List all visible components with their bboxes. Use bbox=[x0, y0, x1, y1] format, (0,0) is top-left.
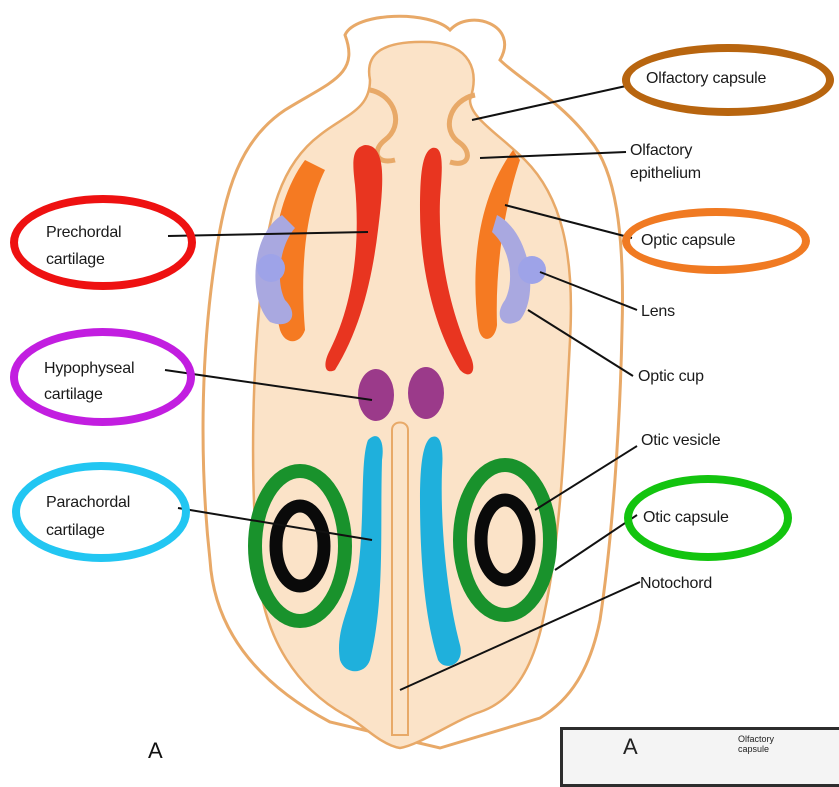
label-prechordal-line1: Prechordal bbox=[46, 222, 121, 243]
label-olfactory-epithelium-line2: epithelium bbox=[630, 163, 701, 184]
inset-label-line1: Olfactory bbox=[738, 734, 774, 744]
panel-letter: A bbox=[148, 738, 163, 764]
label-hypophyseal-line1: Hypophyseal bbox=[44, 358, 134, 379]
label-parachordal-line2: cartilage bbox=[46, 520, 105, 541]
hypophyseal-cartilage-left bbox=[358, 369, 394, 421]
label-prechordal-line2: cartilage bbox=[46, 249, 105, 270]
label-olfactory-epithelium-line1: Olfactory bbox=[630, 140, 692, 161]
lens-left bbox=[257, 254, 285, 282]
inset-letter: A bbox=[623, 734, 638, 760]
label-hypophyseal-line2: cartilage bbox=[44, 384, 103, 405]
label-optic-capsule: Optic capsule bbox=[641, 230, 735, 251]
label-olfactory-capsule: Olfactory capsule bbox=[646, 68, 766, 89]
inset-label: Olfactory capsule bbox=[738, 734, 774, 754]
label-otic-vesicle: Otic vesicle bbox=[641, 430, 720, 451]
lens-right bbox=[518, 256, 546, 284]
inset-label-line2: capsule bbox=[738, 744, 769, 754]
label-parachordal-line1: Parachordal bbox=[46, 492, 130, 513]
inset-thumbnail: A Olfactory capsule bbox=[560, 727, 839, 787]
label-lens: Lens bbox=[641, 301, 675, 322]
label-notochord: Notochord bbox=[640, 573, 712, 594]
leader-olfactory-capsule bbox=[472, 86, 626, 120]
label-otic-capsule: Otic capsule bbox=[643, 507, 729, 528]
label-optic-cup: Optic cup bbox=[638, 366, 704, 387]
hypophyseal-cartilage-right bbox=[408, 367, 444, 419]
